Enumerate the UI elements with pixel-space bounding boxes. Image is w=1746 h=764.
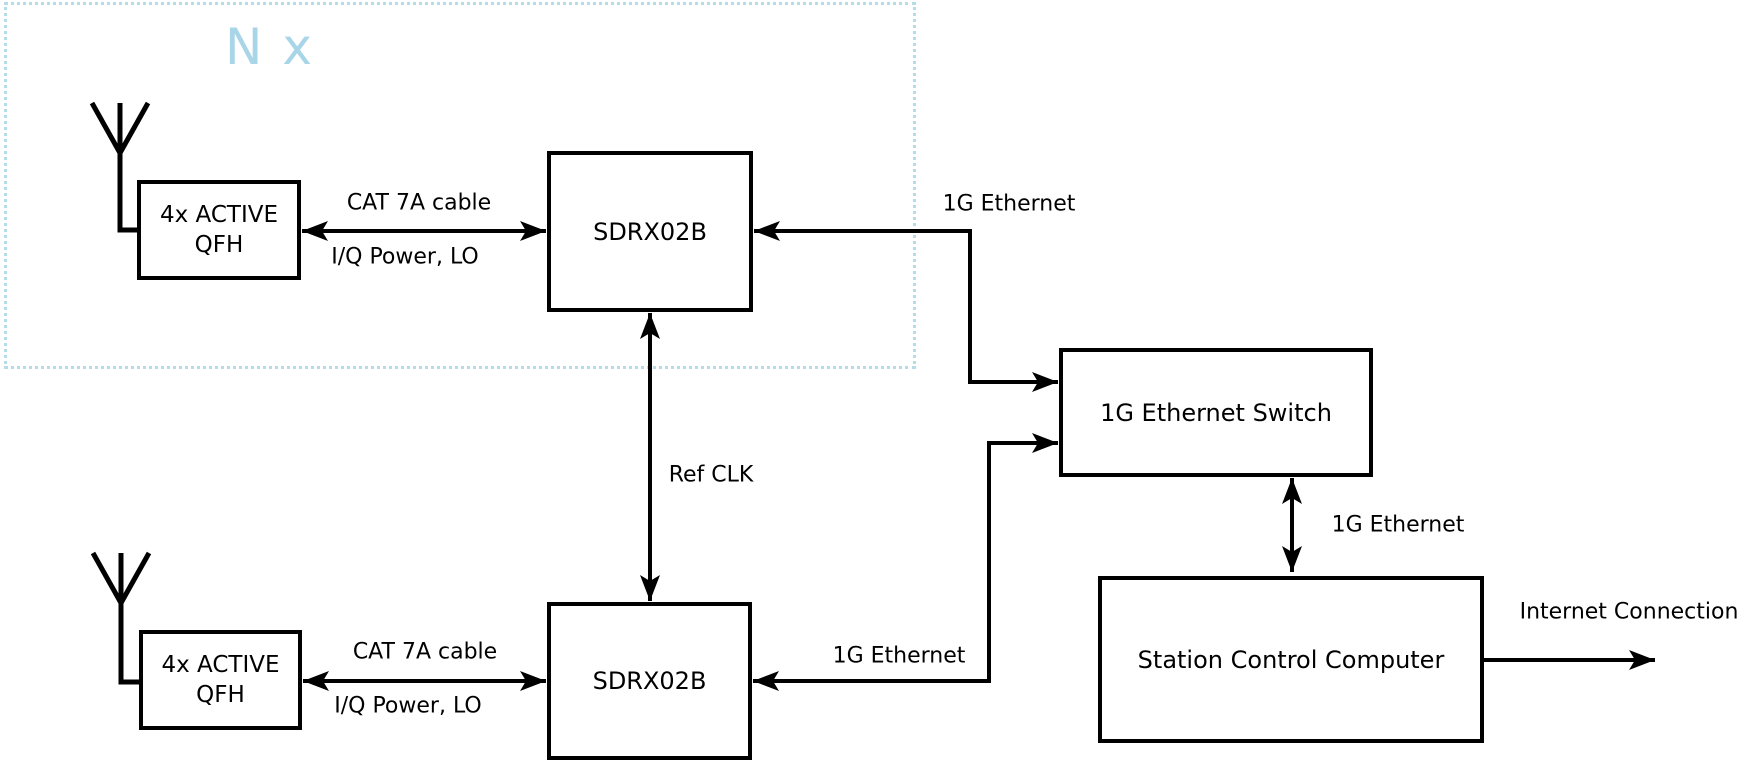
node-label: QFH	[196, 682, 245, 708]
node-station-control-computer: Station Control Computer	[1098, 576, 1484, 743]
node-label: SDRX02B	[593, 217, 707, 246]
edge-label-ethernet-top: 1G Ethernet	[942, 191, 1076, 217]
edge-label-internet-connection: Internet Connection	[1519, 599, 1739, 625]
wire-ethernet-bottom	[753, 433, 1058, 691]
node-label: 4x ACTIVE	[161, 652, 280, 678]
node-sdrx02b-bottom: SDRX02B	[547, 602, 752, 760]
antenna-icon-bottom	[90, 551, 152, 685]
node-ethernet-switch: 1G Ethernet Switch	[1059, 348, 1373, 477]
edge-label-cat7a-top: CAT 7A cable	[346, 190, 492, 216]
node-label: 1G Ethernet Switch	[1100, 398, 1332, 427]
node-label: QFH	[194, 232, 244, 258]
wire-ethernet-top	[754, 221, 1058, 392]
node-qfh-antenna-top: 4x ACTIVE QFH	[137, 180, 301, 280]
antenna-icon-top	[89, 101, 151, 233]
edge-label-iq-power-bottom: I/Q Power, LO	[334, 693, 482, 719]
edge-label-ethernet-switch-pc: 1G Ethernet	[1331, 512, 1465, 538]
edge-label-iq-power-top: I/Q Power, LO	[331, 244, 479, 270]
node-qfh-antenna-bottom: 4x ACTIVE QFH	[139, 630, 302, 730]
node-label: SDRX02B	[592, 667, 707, 695]
node-label: 4x ACTIVE	[159, 202, 279, 228]
replication-group-box	[4, 2, 916, 369]
replication-count-label: N x	[225, 18, 314, 76]
node-sdrx02b-top: SDRX02B	[547, 151, 753, 312]
edge-label-ethernet-bottom: 1G Ethernet	[832, 643, 966, 669]
edge-label-ref-clk: Ref CLK	[668, 462, 754, 488]
edge-label-cat7a-bottom: CAT 7A cable	[352, 639, 498, 665]
node-label: Station Control Computer	[1137, 645, 1445, 674]
